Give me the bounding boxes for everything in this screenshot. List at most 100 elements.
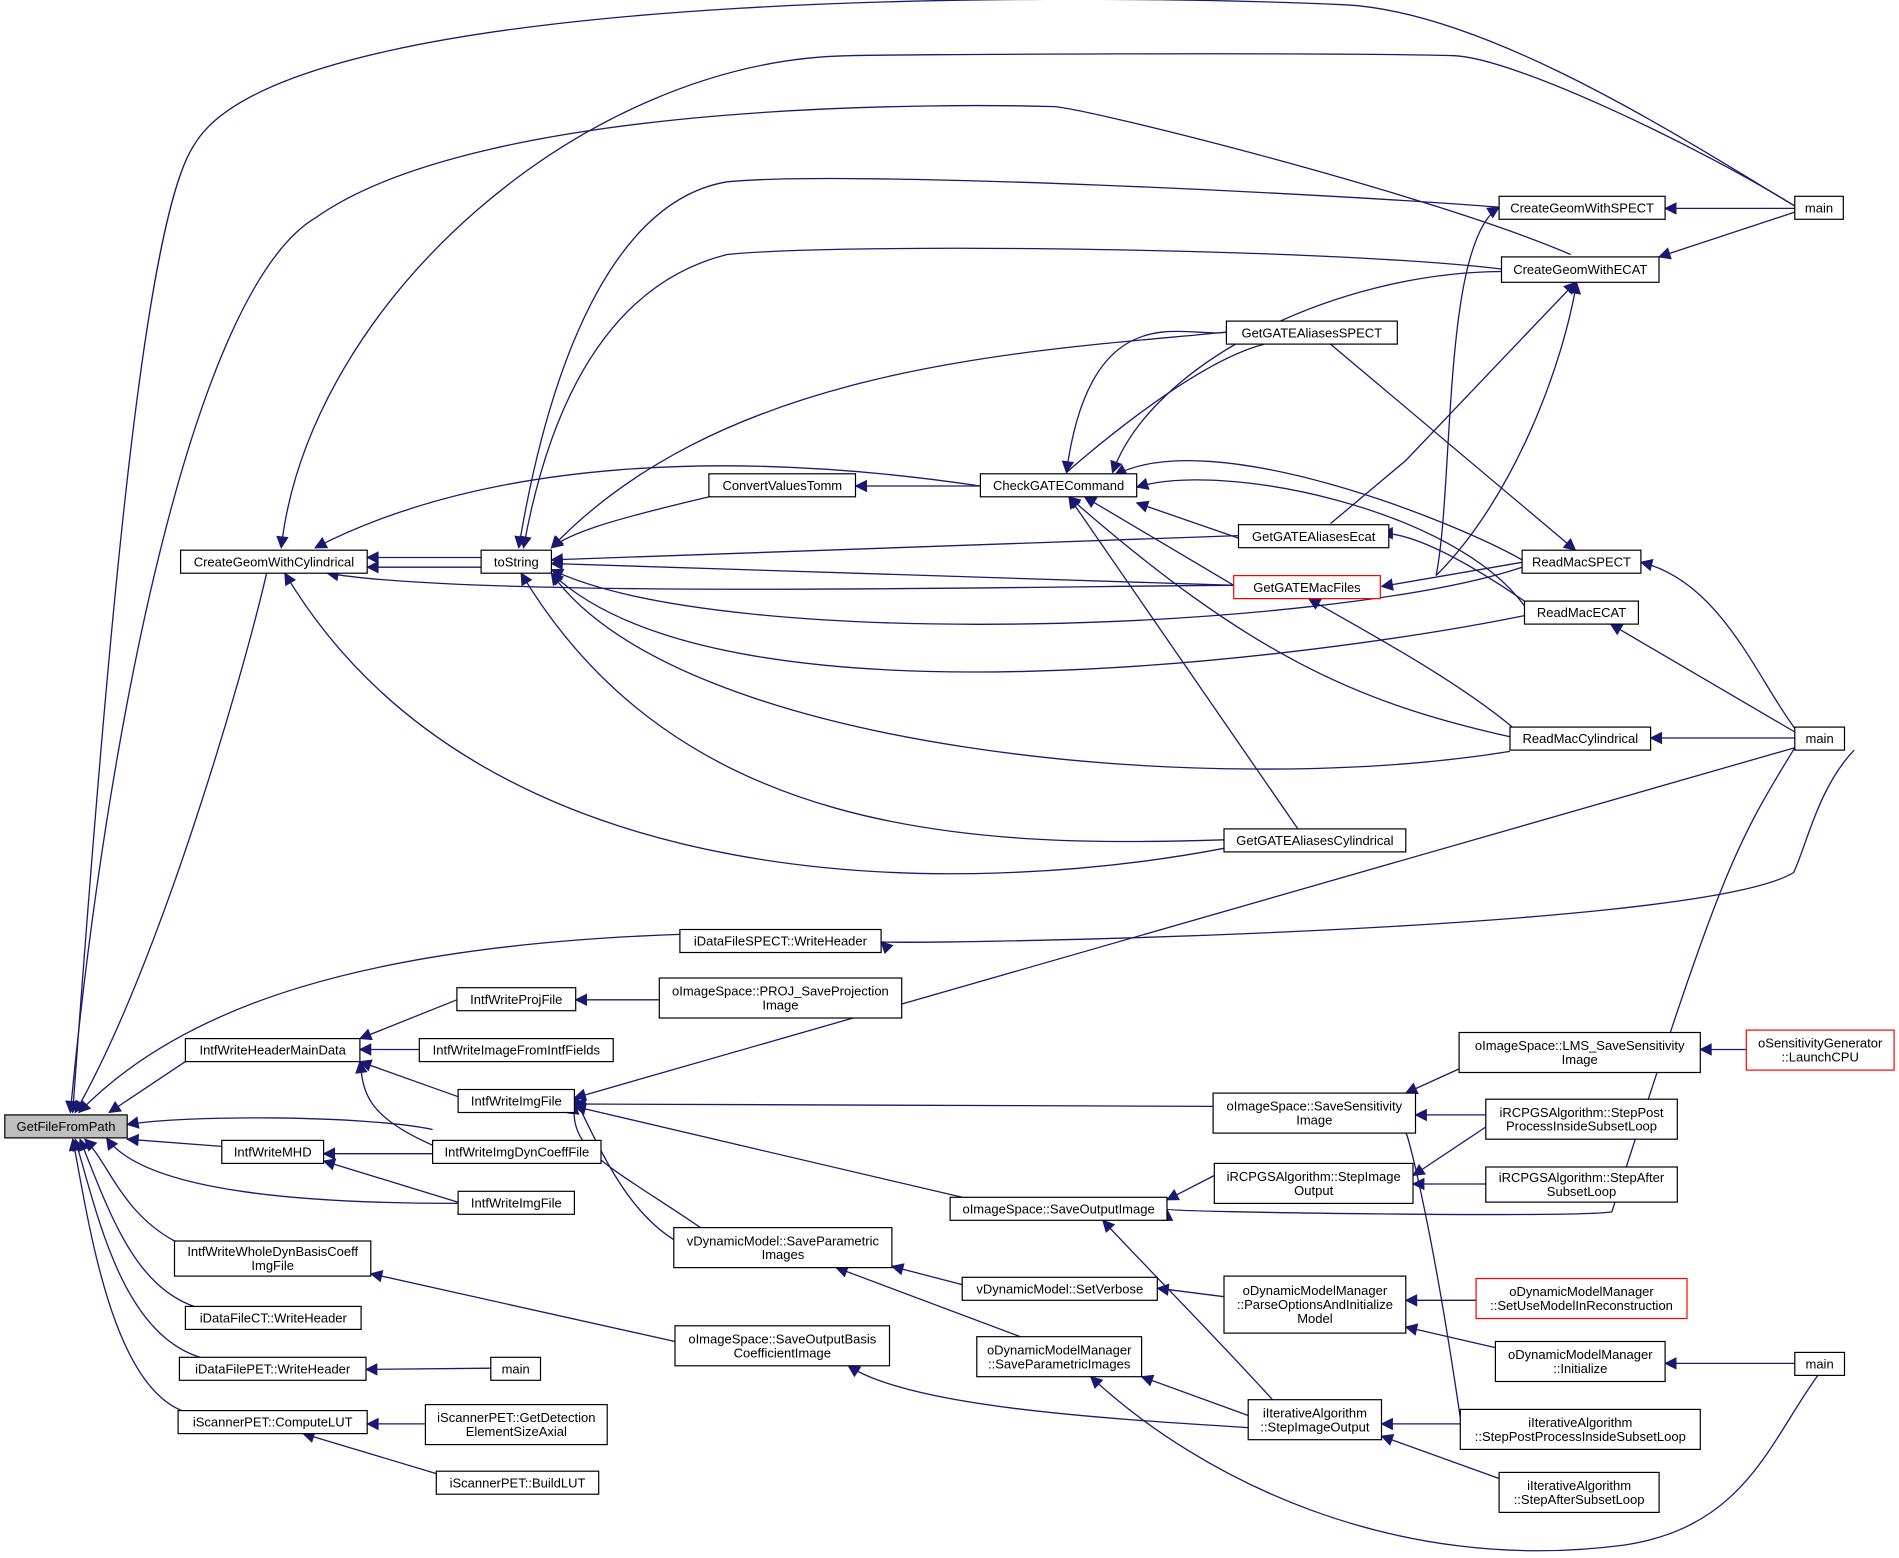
node-gac[interactable]: GetGATEAliasesCylindrical [1223, 828, 1407, 853]
node-label: iScannerPET::ComputeLUT [193, 1415, 353, 1430]
call-edge [358, 1059, 459, 1098]
node-iwimg1[interactable]: IntfWriteImgFile [457, 1088, 576, 1114]
node-vverb[interactable]: vDynamicModel::SetVerbose [961, 1276, 1158, 1301]
node-dfct[interactable]: iDataFileCT::WriteHeader [184, 1305, 362, 1331]
node-itafter[interactable]: iIterativeAlgorithm::StepAfterSubsetLoop [1498, 1471, 1660, 1514]
node-iwmhd[interactable]: IntfWriteMHD [221, 1139, 325, 1165]
node-label: IntfWriteImageFromIntfFields [433, 1043, 601, 1058]
node-label: GetGATEAliasesSPECT [1241, 325, 1382, 340]
node-itpost[interactable]: iIterativeAlgorithm::StepPostProcessInsi… [1459, 1408, 1701, 1451]
node-isoutbasis[interactable]: oImageSpace::SaveOutputBasisCoefficientI… [674, 1325, 891, 1367]
node-label: IntfWriteWholeDynBasisCoeff [187, 1244, 358, 1259]
node-label: ReadMacSPECT [1532, 554, 1631, 569]
node-rcimg[interactable]: iRCPGSAlgorithm::StepImageOutput [1213, 1162, 1414, 1205]
node-label: GetGATEAliasesCylindrical [1236, 833, 1393, 848]
call-edge [1380, 526, 1525, 602]
call-edge [1102, 1219, 1273, 1401]
node-cvt[interactable]: ConvertValuesTomm [708, 473, 857, 498]
node-label: SubsetLoop [1547, 1184, 1616, 1199]
node-rcafter[interactable]: iRCPGSAlgorithm::StepAfterSubsetLoop [1485, 1166, 1678, 1203]
node-label: oDynamicModelManager [1509, 1284, 1654, 1299]
node-iwhmd[interactable]: IntfWriteHeaderMainData [184, 1037, 361, 1063]
call-edge [550, 557, 1234, 586]
node-vsavepar[interactable]: vDynamicModel::SaveParametricImages [673, 1226, 893, 1269]
node-cgwc[interactable]: CreateGeomWithCylindrical [180, 549, 368, 574]
node-label: main [502, 1361, 530, 1376]
node-label: Image [1562, 1052, 1598, 1067]
call-edge [355, 1060, 433, 1146]
node-rmc[interactable]: ReadMacCylindrical [1509, 726, 1652, 751]
node-label: oDynamicModelManager [1508, 1347, 1653, 1362]
node-label: Image [762, 998, 798, 1013]
node-label: main [1806, 1357, 1834, 1372]
node-rcpost[interactable]: iRCPGSAlgorithm::StepPostProcessInsideSu… [1485, 1098, 1678, 1140]
call-edge [284, 572, 1225, 875]
node-label: IntfWriteHeaderMainData [199, 1043, 346, 1058]
node-cgs[interactable]: CreateGeomWithSPECT [1498, 195, 1666, 220]
node-main4[interactable]: main [1794, 1351, 1846, 1377]
node-main1[interactable]: main [1794, 195, 1844, 220]
call-edge [1649, 731, 1795, 745]
node-dmmuse[interactable]: oDynamicModelManager::SetUseModelInRecon… [1475, 1277, 1688, 1320]
node-label: GetFileFromPath [17, 1119, 116, 1134]
call-edge [326, 568, 1234, 590]
call-edge [550, 331, 1227, 549]
call-edge [1140, 1374, 1249, 1417]
node-gmf[interactable]: GetGATEMacFiles [1233, 574, 1381, 600]
call-edge [519, 247, 1502, 549]
call-edge [550, 496, 710, 549]
call-edge [520, 572, 1225, 843]
call-edge [1663, 202, 1795, 215]
node-label: Image [1296, 1113, 1332, 1128]
node-label: oDynamicModelManager [987, 1342, 1132, 1357]
node-label: CreateGeomWithECAT [1513, 262, 1647, 277]
node-isoutimg[interactable]: oImageSpace::SaveOutputImage [949, 1196, 1168, 1221]
node-gae[interactable]: GetGATEAliasesEcat [1237, 524, 1390, 549]
call-edge [1135, 477, 1526, 607]
node-main2[interactable]: main [1794, 726, 1846, 751]
call-edge [322, 1158, 459, 1203]
node-label: ProcessInsideSubsetLoop [1506, 1119, 1657, 1134]
call-edge [65, 104, 1571, 1114]
node-sensgen[interactable]: oSensitivityGenerator::LaunchCPU [1745, 1029, 1895, 1071]
call-edge [573, 1097, 1215, 1111]
node-cgc[interactable]: CheckGATECommand [979, 473, 1138, 498]
call-edge [366, 560, 482, 574]
node-dfpet[interactable]: iDataFilePET::WriteHeader [178, 1356, 367, 1381]
node-iwidcf[interactable]: IntfWriteImgDynCoeffFile [432, 1139, 602, 1165]
call-edge [1609, 623, 1796, 733]
node-gffp[interactable]: GetFileFromPath [4, 1114, 128, 1139]
node-sblut[interactable]: iScannerPET::BuildLUT [435, 1470, 600, 1495]
node-gas[interactable]: GetGATEAliasesSPECT [1225, 320, 1398, 345]
node-main3[interactable]: main [490, 1356, 542, 1381]
node-scomp[interactable]: iScannerPET::ComputeLUT [177, 1409, 368, 1435]
node-dfspect[interactable]: iDataFileSPECT::WriteHeader [679, 928, 882, 954]
node-iwpf[interactable]: IntfWriteProjFile [456, 987, 577, 1012]
call-edge [574, 993, 660, 1007]
node-label: IntfWriteProjFile [470, 992, 562, 1007]
node-itimg[interactable]: iIterativeAlgorithm::StepImageOutput [1247, 1399, 1383, 1441]
call-edge [366, 1417, 426, 1431]
node-rme[interactable]: ReadMacECAT [1523, 600, 1640, 625]
node-dmminit[interactable]: oDynamicModelManager::Initialize [1494, 1340, 1666, 1383]
call-edge [84, 1138, 175, 1242]
node-dmmparse[interactable]: oDynamicModelManager::ParseOptionsAndIni… [1223, 1275, 1407, 1334]
node-cge[interactable]: CreateGeomWithECAT [1500, 256, 1660, 283]
call-edge [573, 747, 1795, 1101]
node-iwifif[interactable]: IntfWriteImageFromIntfFields [418, 1037, 614, 1063]
node-sgdes[interactable]: iScannerPET::GetDetectionElementSizeAxia… [424, 1403, 608, 1446]
node-iwimg2[interactable]: IntfWriteImgFile [457, 1190, 576, 1215]
call-edge [1380, 1434, 1500, 1480]
call-edge [567, 1101, 701, 1229]
node-label: IntfWriteImgFile [471, 1094, 562, 1109]
node-tostr[interactable]: toString [480, 549, 553, 574]
node-rms[interactable]: ReadMacSPECT [1521, 549, 1642, 574]
node-dmmsave[interactable]: oDynamicModelManager::SaveParametricImag… [976, 1336, 1143, 1378]
call-edge [78, 933, 680, 1114]
node-label: main [1805, 200, 1833, 215]
